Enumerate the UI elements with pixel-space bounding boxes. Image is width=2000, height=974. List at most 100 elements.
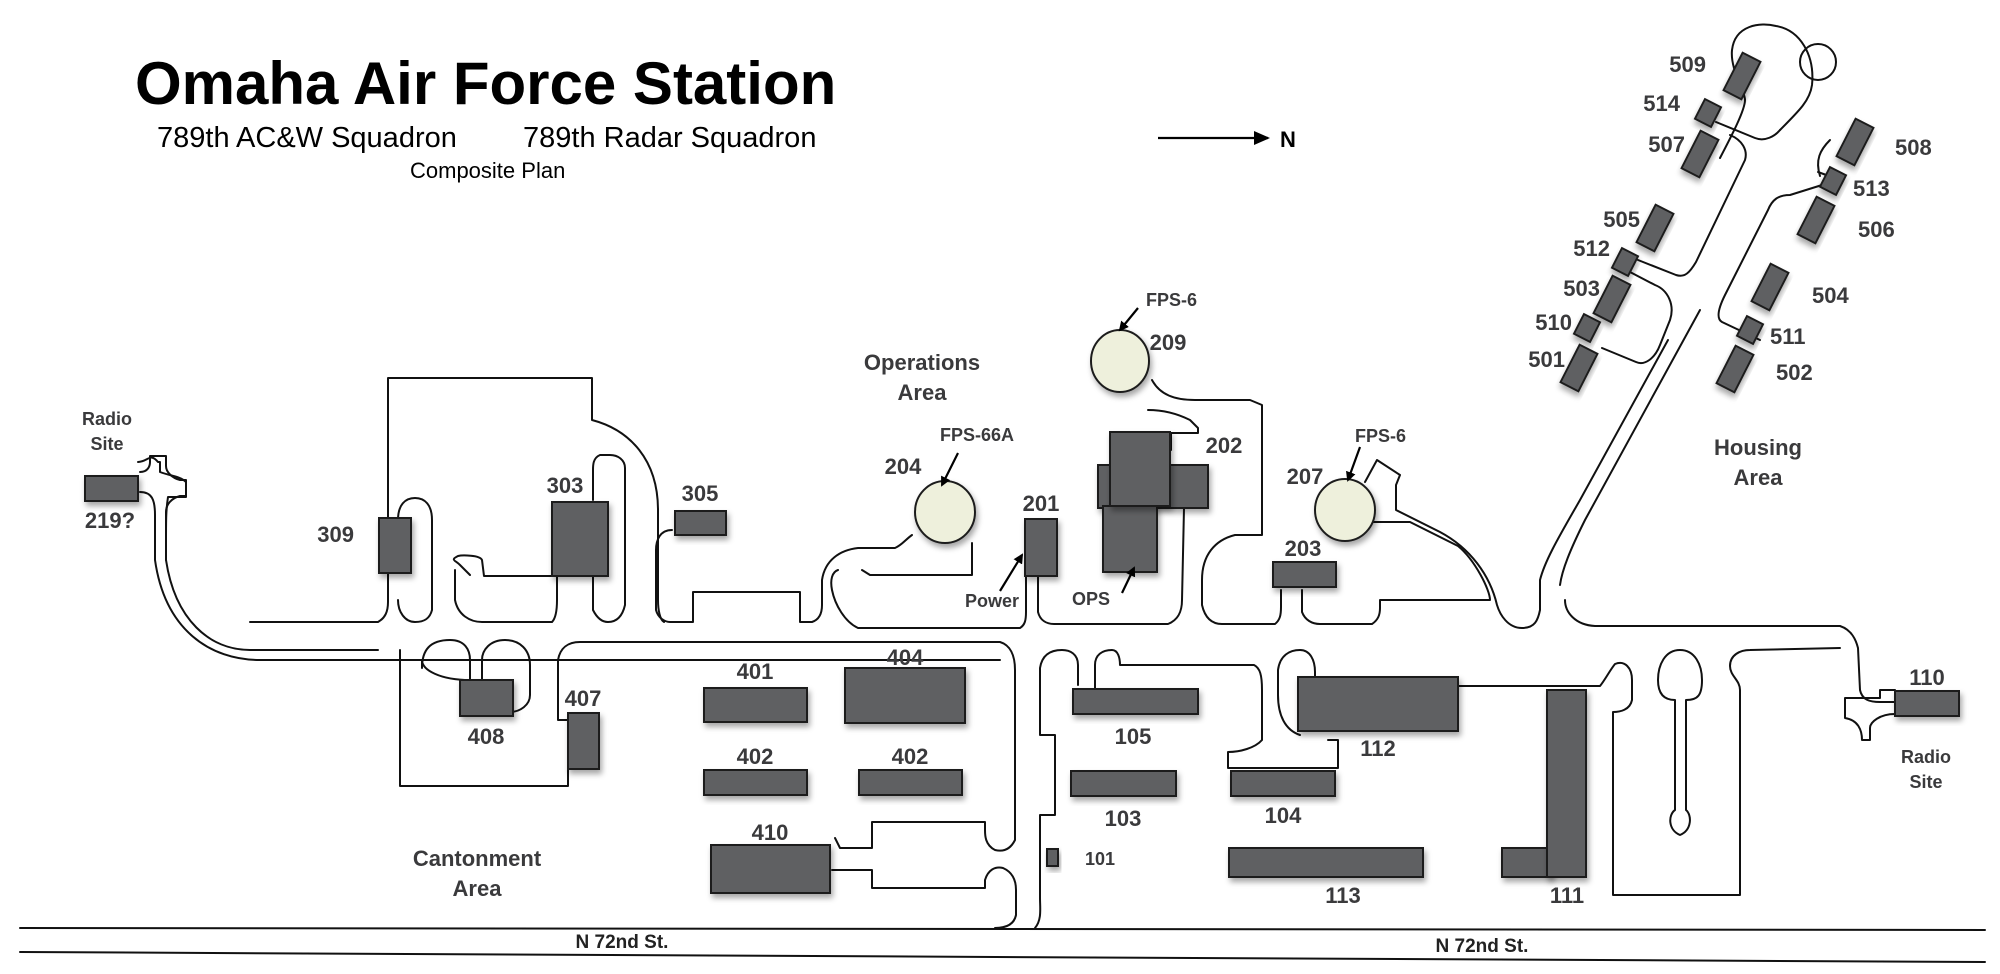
street-label-east: N 72nd St.	[1436, 936, 1529, 957]
building-402: 402	[858, 744, 963, 796]
building-footprint	[1715, 344, 1755, 394]
street-label-west: N 72nd St.	[576, 932, 669, 953]
building-footprint	[567, 712, 600, 770]
building-footprint	[1592, 274, 1632, 324]
building-number-label: 404	[887, 645, 924, 670]
housing-area-label-1: Housing	[1714, 435, 1802, 460]
building-footprint	[1835, 117, 1875, 167]
building-number-label: 501	[1528, 347, 1565, 372]
building-footprint	[703, 769, 808, 796]
building-508: 508	[1835, 117, 1932, 167]
building-number-label: 507	[1648, 132, 1685, 157]
radar-dome	[1090, 329, 1150, 393]
building-513: 513	[1818, 165, 1890, 201]
building-footprint	[1109, 431, 1171, 507]
north-label: N	[1280, 127, 1296, 152]
building-502: 502	[1715, 344, 1813, 394]
building-number-label: 219?	[85, 508, 135, 533]
building-number-label: 510	[1535, 310, 1572, 335]
building-512: 512	[1573, 236, 1640, 278]
cantonment-block	[399, 641, 1016, 852]
housing-turnaround-island	[1799, 43, 1837, 81]
power-label: Power	[965, 591, 1019, 611]
north-arrow: N	[1158, 127, 1296, 152]
ops-road-207	[1364, 339, 1669, 629]
building-number-label: 201	[1023, 491, 1060, 516]
building-footprint	[1680, 129, 1720, 179]
building-number-label: 410	[752, 820, 789, 845]
road-network	[19, 23, 1986, 963]
building-footprint	[1046, 848, 1059, 867]
building-408: 408	[459, 679, 514, 749]
building-204: 204	[885, 454, 976, 544]
building-104: 104	[1230, 770, 1336, 828]
building-footprint	[1750, 262, 1790, 312]
cantonment-area-label-2: Area	[453, 876, 503, 901]
building-112: 112	[1297, 676, 1459, 761]
n-72nd-street-south-edge	[19, 951, 1986, 963]
radio-site-west-knob	[139, 455, 187, 561]
building-402: 402	[703, 744, 808, 796]
building-201: 201	[1023, 491, 1060, 577]
east-block-100s	[1034, 649, 1079, 929]
building-105: 105	[1072, 688, 1199, 749]
main-road-loop-309	[397, 497, 433, 623]
building-footprint	[1559, 343, 1599, 393]
building-footprint	[1818, 165, 1848, 197]
housing-branch-512	[1637, 134, 1747, 277]
building-number-label: 401	[737, 659, 774, 684]
main-road-loop-303c	[592, 454, 626, 623]
n-72nd-street-north-edge	[19, 927, 1986, 931]
housing-branch-511	[1717, 179, 1839, 341]
building-number-label: 103	[1105, 806, 1142, 831]
building-number-label: 408	[468, 724, 505, 749]
building-number-label: 512	[1573, 236, 1610, 261]
building-207: 207	[1287, 464, 1376, 542]
main-road-loop-303b	[454, 569, 558, 623]
radio-site-east-label-1: Radio	[1901, 747, 1951, 767]
building-number-label: 508	[1895, 135, 1932, 160]
ops-road-201	[1037, 507, 1185, 625]
building-footprint	[1024, 518, 1058, 577]
building-footprint	[858, 769, 963, 796]
housing-main-road-west	[1559, 309, 1701, 586]
building-footprint	[1572, 312, 1602, 344]
main-road-305-loop	[655, 529, 913, 623]
building-number-label: 509	[1669, 52, 1706, 77]
building-footprint	[84, 475, 139, 502]
building-number-label: 110	[1909, 665, 1945, 690]
radio-site-west-road-inner	[139, 491, 1001, 661]
building-203: 203	[1272, 536, 1337, 588]
building-number-label: 104	[1265, 803, 1302, 828]
fps6-209-arrow-icon	[1118, 307, 1139, 332]
ops-road-204b	[861, 542, 973, 576]
building-number-label: 112	[1360, 736, 1396, 761]
map-title: Omaha Air Force Station	[135, 50, 836, 117]
building-110: 110	[1894, 665, 1960, 717]
building-404: 404	[844, 645, 966, 724]
building-number-label: 503	[1563, 276, 1600, 301]
building-111: 111	[1501, 689, 1587, 908]
east-block-105	[1094, 649, 1339, 769]
building-number-label: 514	[1643, 91, 1680, 116]
building-footprint	[1070, 770, 1177, 797]
building-number-label: 204	[885, 454, 922, 479]
building-footprint	[551, 501, 609, 577]
building-number-label: 402	[892, 744, 929, 769]
building-number-label: 105	[1115, 724, 1152, 749]
radio-site-west-label-2: Site	[90, 434, 123, 454]
building-number-label: 101	[1085, 849, 1115, 869]
building-number-label: 305	[682, 481, 719, 506]
building-407: 407	[565, 686, 601, 770]
radar-dome	[914, 480, 976, 544]
building-510: 510	[1535, 310, 1602, 344]
building-number-label: 502	[1776, 360, 1813, 385]
housing-branch-510	[1601, 271, 1673, 364]
housing-cul-de-sac	[1719, 23, 1814, 159]
building-number-label: 203	[1285, 536, 1322, 561]
building-footprint	[1072, 688, 1199, 715]
building-401: 401	[703, 659, 808, 723]
subtitle-radar: 789th Radar Squadron	[523, 122, 816, 154]
building-number-label: 303	[547, 473, 584, 498]
